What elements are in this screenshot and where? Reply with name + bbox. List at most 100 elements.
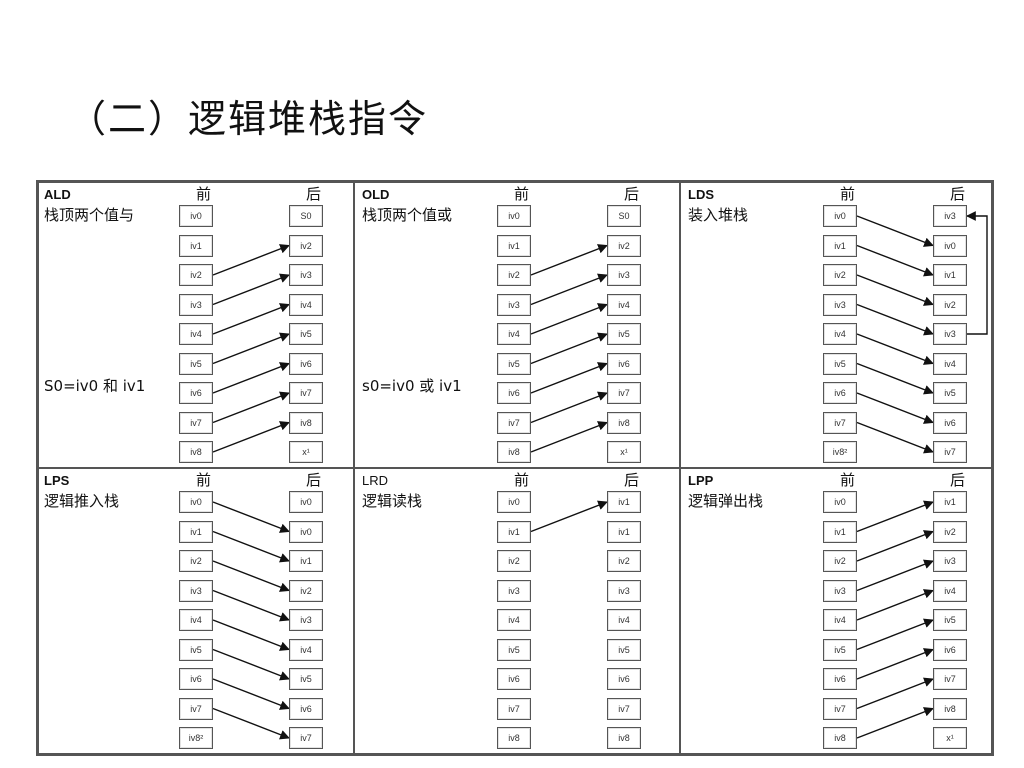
stack-shift-arrow	[530, 362, 608, 394]
stack-cell-before: iv1	[823, 234, 857, 257]
stack-cell-before: iv6	[823, 668, 857, 690]
stack-cell-before: iv6	[497, 668, 531, 690]
stack-shift-arrow	[212, 648, 290, 681]
header-before: 前	[840, 185, 856, 203]
stack-shift-arrow	[856, 392, 934, 424]
stack-cell-before: iv0	[497, 205, 531, 227]
stack-cell-after: iv2	[289, 579, 323, 602]
panel-description: 逻辑弹出栈	[688, 492, 764, 510]
stack-shift-arrow	[856, 215, 934, 247]
stack-cell-after: iv4	[607, 609, 641, 631]
stack-cell-before: iv5	[179, 352, 213, 375]
panel-description: 逻辑推入栈	[44, 492, 120, 510]
header-after: 后	[306, 471, 322, 489]
stack-cell-after: iv2	[607, 234, 641, 257]
stack-shift-arrow	[856, 677, 934, 710]
panel-description: 栈顶两个值或	[362, 206, 453, 224]
stack-arrows	[530, 244, 608, 453]
stack-cell-after: iv2	[933, 293, 967, 316]
stack-cell-before: iv4	[823, 609, 857, 631]
stack-cell-before: iv2	[179, 264, 213, 286]
stack-cell-before: iv4	[823, 323, 857, 345]
stack-cell-after: iv4	[289, 638, 323, 661]
stack-cell-after: iv5	[933, 382, 967, 404]
stack-cell-before: iv4	[179, 323, 213, 345]
stack-arrows	[530, 500, 608, 533]
stack-cell-before: iv2	[179, 550, 213, 572]
panel-note: s0=iv0 或 iv1	[362, 377, 462, 395]
stack-cell-after: iv3	[607, 264, 641, 286]
stack-cell-after: iv5	[289, 668, 323, 690]
stack-cell-before: iv1	[179, 234, 213, 257]
stack-cell-after: iv7	[933, 668, 967, 690]
stack-cell-after: iv0	[289, 491, 323, 513]
stack-shift-arrow	[856, 530, 934, 562]
header-after: 后	[624, 185, 640, 203]
stack-cell-before: iv8²	[179, 727, 213, 749]
stack-cell-after: iv8	[607, 727, 641, 749]
stack-shift-arrow	[212, 391, 290, 424]
stack-cell-after: x¹	[933, 727, 967, 749]
header-after: 后	[306, 185, 322, 203]
stack-cell-after: iv5	[607, 638, 641, 661]
stack-cell-before: iv3	[179, 579, 213, 602]
stack-cell-before: iv8	[497, 727, 531, 749]
stack-cell-before: iv3	[497, 293, 531, 316]
stack-cell-after: iv7	[607, 382, 641, 404]
stack-cell-after: iv8	[607, 411, 641, 434]
stack-cell-after: x¹	[289, 441, 323, 463]
stack-cell-before: iv3	[823, 579, 857, 602]
header-after: 后	[624, 471, 640, 489]
stack-shift-arrow	[856, 421, 934, 454]
header-after: 后	[950, 471, 966, 489]
header-before: 前	[514, 185, 530, 203]
panel-description: 逻辑读栈	[362, 492, 423, 510]
stack-cell-after: iv1	[607, 520, 641, 543]
stack-cell-after: iv1	[607, 491, 641, 513]
stack-shift-arrow	[856, 244, 934, 277]
stack-shift-arrow	[856, 559, 934, 592]
stack-cell-before: iv7	[497, 697, 531, 720]
stack-cell-before: iv0	[823, 205, 857, 227]
stack-cell-after: iv5	[607, 323, 641, 345]
stack-cell-before: iv7	[823, 697, 857, 720]
stack-shift-arrow	[856, 274, 934, 306]
stack-cell-before: iv8	[179, 441, 213, 463]
stack-cell-after: iv6	[289, 697, 323, 720]
stack-shift-arrow	[856, 333, 934, 365]
stack-cell-after: iv5	[289, 323, 323, 345]
stack-cell-after: iv6	[933, 638, 967, 661]
stack-cell-before: iv3	[823, 293, 857, 316]
header-after: 后	[950, 185, 966, 203]
stack-cell-before: iv4	[497, 609, 531, 631]
stack-cell-after: iv3	[607, 579, 641, 602]
stack-cell-after: iv3	[933, 323, 967, 345]
stack-cell-after: iv3	[933, 550, 967, 572]
stack-arrows	[856, 500, 934, 739]
stack-cell-before: iv0	[497, 491, 531, 513]
stack-cell-after: iv8	[933, 697, 967, 720]
stack-shift-arrow	[212, 589, 290, 622]
stack-cell-before: iv0	[179, 205, 213, 227]
stack-shift-arrow	[856, 589, 934, 621]
stack-shift-arrow	[212, 244, 290, 276]
stack-cell-after: iv7	[607, 697, 641, 720]
stack-cell-before: iv6	[497, 382, 531, 404]
stack-cell-before: iv1	[497, 520, 531, 543]
stack-shift-arrow	[212, 273, 290, 306]
header-before: 前	[196, 185, 212, 203]
stack-cell-after: iv4	[289, 293, 323, 316]
stack-cell-after: iv4	[933, 352, 967, 375]
stack-arrows	[856, 211, 988, 454]
panel-code: LPP	[688, 473, 714, 488]
stack-shift-arrow	[212, 707, 290, 740]
panel-code: LDS	[688, 187, 714, 202]
stack-shift-arrow	[530, 391, 608, 424]
stack-cell-before: iv0	[179, 491, 213, 513]
stack-shift-arrow	[856, 648, 934, 680]
